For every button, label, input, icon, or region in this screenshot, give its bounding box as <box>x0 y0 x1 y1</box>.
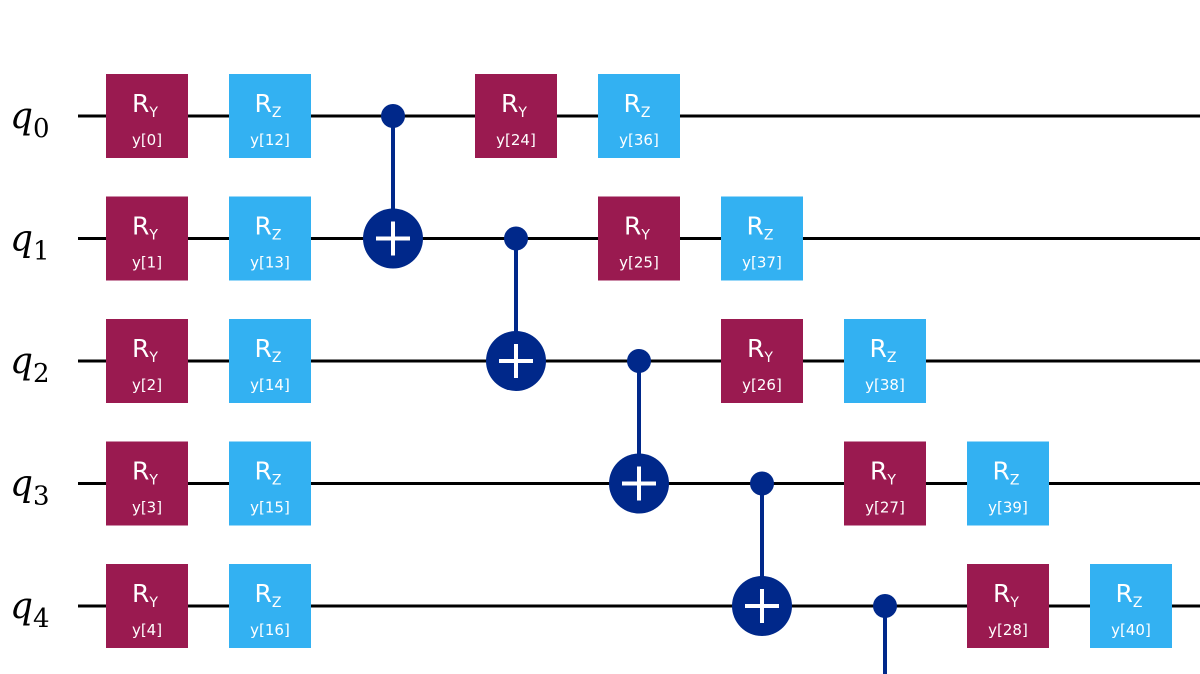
ry-gate-14: RY y[26] <box>721 319 803 403</box>
ry-gate-4: RY y[2] <box>106 319 188 403</box>
gate-box <box>106 319 188 403</box>
rz-gate-5: RZ y[14] <box>229 319 311 403</box>
ry-gate-8: RY y[4] <box>106 564 188 648</box>
rz-gate-19: RZ y[40] <box>1090 564 1172 648</box>
gate-box <box>106 564 188 648</box>
ry-gate-2: RY y[1] <box>106 196 188 281</box>
gate-parameter: y[37] <box>742 254 782 272</box>
cnot-gate-2 <box>609 349 669 514</box>
cnot-control-dot <box>873 594 897 618</box>
rz-gate-7: RZ y[15] <box>229 441 311 526</box>
gate-name: RZ <box>870 334 897 366</box>
gate-name: RY <box>132 212 158 244</box>
qubit-label-4: q4 <box>10 586 50 634</box>
cnot-control-dot <box>627 349 651 373</box>
rz-gate-15: RZ y[38] <box>844 319 926 403</box>
cnot-gate-0 <box>363 104 423 269</box>
gate-name: RY <box>132 579 158 611</box>
gate-name: RY <box>993 579 1019 611</box>
gate-name: RY <box>624 212 650 244</box>
rz-gate-13: RZ y[37] <box>721 196 803 281</box>
gate-name: RZ <box>624 89 651 121</box>
gate-parameter: y[16] <box>250 621 290 639</box>
gate-name: RZ <box>1116 579 1143 611</box>
gate-parameter: y[13] <box>250 254 290 272</box>
gate-box <box>229 74 311 158</box>
gate-parameter: y[26] <box>742 376 782 394</box>
gate-box <box>967 564 1049 648</box>
gate-name: RY <box>132 334 158 366</box>
gate-parameter: y[24] <box>496 131 536 149</box>
gate-name: RZ <box>255 89 282 121</box>
gate-name: RY <box>132 89 158 121</box>
gate-box <box>844 319 926 403</box>
qubit-label-1: q1 <box>10 219 50 267</box>
rz-gate-17: RZ y[39] <box>967 441 1049 526</box>
ry-gate-16: RY y[27] <box>844 441 926 526</box>
cnot-gate-3 <box>732 471 792 636</box>
gate-parameter: y[38] <box>865 376 905 394</box>
gate-box <box>229 441 311 526</box>
gate-name: RZ <box>993 457 1020 489</box>
gate-box <box>721 319 803 403</box>
gate-parameter: y[27] <box>865 499 905 517</box>
gate-box <box>844 441 926 526</box>
gate-parameter: y[0] <box>132 131 162 149</box>
rz-gate-3: RZ y[13] <box>229 196 311 281</box>
gate-name: RZ <box>255 579 282 611</box>
rz-gate-9: RZ y[16] <box>229 564 311 648</box>
gate-parameter: y[25] <box>619 254 659 272</box>
ry-gate-0: RY y[0] <box>106 74 188 158</box>
gate-name: RY <box>747 334 773 366</box>
gate-parameter: y[14] <box>250 376 290 394</box>
gate-name: RZ <box>255 334 282 366</box>
rz-gate-1: RZ y[12] <box>229 74 311 158</box>
gate-box <box>598 196 680 281</box>
gate-box <box>598 74 680 158</box>
gate-box <box>967 441 1049 526</box>
cnot-control-dot <box>750 471 774 496</box>
ry-gate-12: RY y[25] <box>598 196 680 281</box>
gate-parameter: y[2] <box>132 376 162 394</box>
qubit-label-2: q2 <box>10 341 50 389</box>
gate-box <box>106 196 188 281</box>
gate-box <box>1090 564 1172 648</box>
cnot-gate-4 <box>873 594 897 674</box>
gate-name: RZ <box>255 457 282 489</box>
qubit-label-3: q3 <box>10 464 50 512</box>
gate-box <box>229 564 311 648</box>
gate-parameter: y[15] <box>250 499 290 517</box>
gate-box <box>229 319 311 403</box>
gate-box <box>106 74 188 158</box>
gate-parameter: y[28] <box>988 621 1028 639</box>
ry-gate-6: RY y[3] <box>106 441 188 526</box>
gate-name: RZ <box>747 212 774 244</box>
rz-gate-11: RZ y[36] <box>598 74 680 158</box>
gate-name: RZ <box>255 212 282 244</box>
gate-parameter: y[3] <box>132 499 162 517</box>
qubit-label-0: q0 <box>10 96 50 144</box>
gate-name: RY <box>132 457 158 489</box>
ry-gate-18: RY y[28] <box>967 564 1049 648</box>
gate-name: RY <box>501 89 527 121</box>
cnot-gate-1 <box>486 226 546 391</box>
gate-parameter: y[40] <box>1111 621 1151 639</box>
gate-parameter: y[4] <box>132 621 162 639</box>
gate-name: RY <box>870 457 896 489</box>
gate-parameter: y[1] <box>132 254 162 272</box>
gate-parameter: y[36] <box>619 131 659 149</box>
gate-box <box>106 441 188 526</box>
gate-parameter: y[39] <box>988 499 1028 517</box>
gate-parameter: y[12] <box>250 131 290 149</box>
ry-gate-10: RY y[24] <box>475 74 557 158</box>
cnot-control-dot <box>381 104 405 128</box>
gate-box <box>475 74 557 158</box>
cnot-control-dot <box>504 226 528 251</box>
gate-box <box>721 196 803 281</box>
gate-box <box>229 196 311 281</box>
